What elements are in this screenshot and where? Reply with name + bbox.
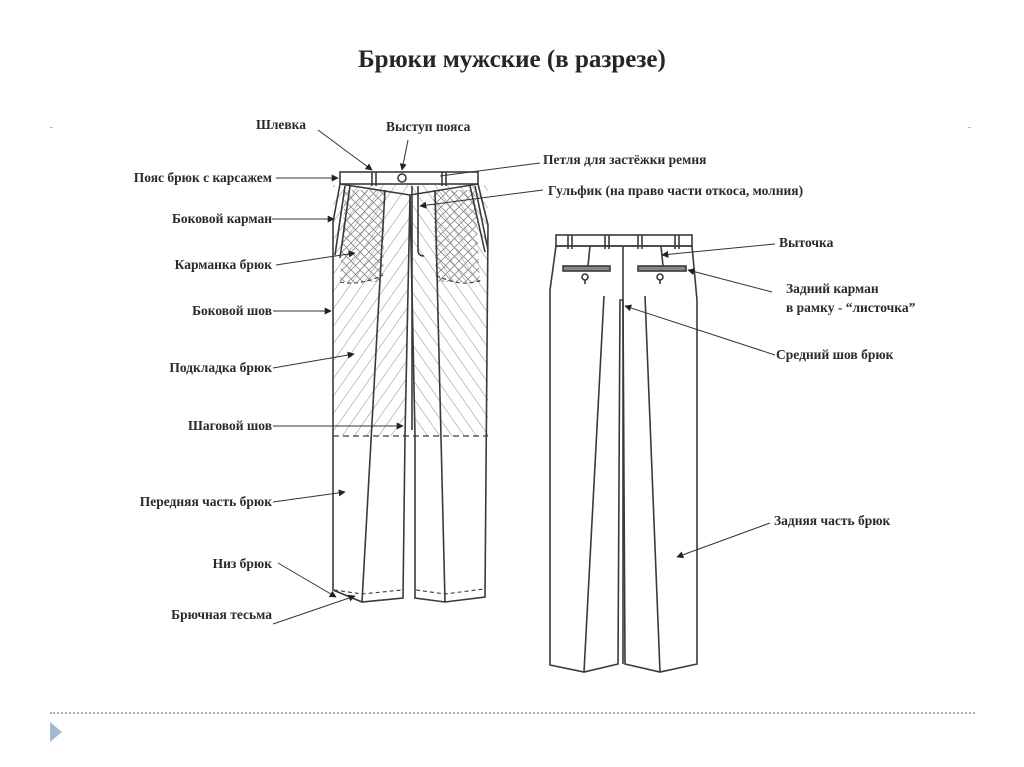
dart-left: [587, 245, 591, 267]
leader-gulfik: [419, 189, 544, 209]
label-bokovoy-shov: Боковой шов: [192, 303, 272, 318]
leader-vytochka: [661, 243, 776, 258]
dart-right: [660, 245, 664, 267]
leader-shlevka: [317, 129, 373, 171]
leader-perednyaya: [272, 489, 346, 503]
label-zadniy-karman-1: Задний карман: [786, 281, 879, 296]
back-trousers: [549, 234, 698, 673]
label-sredniy-shov: Средний шов брюк: [776, 347, 894, 362]
pocket-right-lining: [433, 190, 480, 282]
corner-mark-right: [968, 127, 971, 128]
leader-niz: [277, 562, 337, 598]
pocket-left-lining: [340, 190, 385, 282]
label-shlevka: Шлевка: [256, 117, 307, 132]
label-zadnyaya-chast: Задняя часть брюк: [774, 513, 891, 528]
label-bokovoy-karman: Боковой карман: [171, 211, 272, 226]
label-perednyaya-chast: Передняя часть брюк: [139, 494, 272, 509]
label-zadniy-karman-2: в рамку - “листочка”: [786, 300, 916, 315]
leader-sredniy-shov: [624, 304, 776, 356]
front-outline-right: [409, 183, 489, 603]
label-shagovoy-shov: Шаговой шов: [188, 418, 272, 433]
front-leader-lines: [272, 129, 544, 625]
label-podkladka: Подкладка брюк: [169, 360, 272, 375]
leader-vystup: [399, 139, 409, 171]
back-pocket-right: [637, 265, 687, 272]
leader-podkladka: [272, 351, 355, 369]
label-petlya: Петля для застёжки ремня: [543, 152, 707, 167]
back-waistband: [555, 234, 693, 247]
label-tesma: Брючная тесьма: [171, 607, 272, 622]
back-pocket-left: [562, 265, 611, 272]
slide-title: Брюки мужские (в разрезе): [358, 46, 666, 73]
label-poyas: Пояс брюк с карсажем: [133, 170, 272, 185]
leader-petlya: [439, 162, 541, 177]
front-trousers: [332, 171, 489, 603]
leader-karmanka: [275, 250, 356, 266]
leader-zadnyaya: [676, 522, 771, 559]
leader-tesma: [272, 594, 356, 625]
waistband: [339, 171, 479, 185]
label-karmanka: Карманка брюк: [174, 257, 272, 272]
hem-tape-right: [415, 588, 485, 595]
label-vystup-poyasa: Выступ пояса: [386, 119, 471, 134]
waistband-button: [397, 173, 407, 183]
slide-bullet-arrow-icon: [50, 722, 62, 742]
label-gulfik: Гульфик (на право части откоса, молния): [548, 183, 804, 198]
label-niz: Низ брюк: [212, 556, 272, 571]
hem-tape-left: [333, 589, 403, 595]
corner-mark-left: [50, 127, 53, 128]
front-outline-left: [332, 183, 411, 603]
footer-divider: [50, 712, 975, 714]
back-leader-lines: [624, 243, 776, 559]
leader-zadniy-karman: [687, 268, 773, 293]
label-vytochka: Выточка: [779, 235, 834, 250]
